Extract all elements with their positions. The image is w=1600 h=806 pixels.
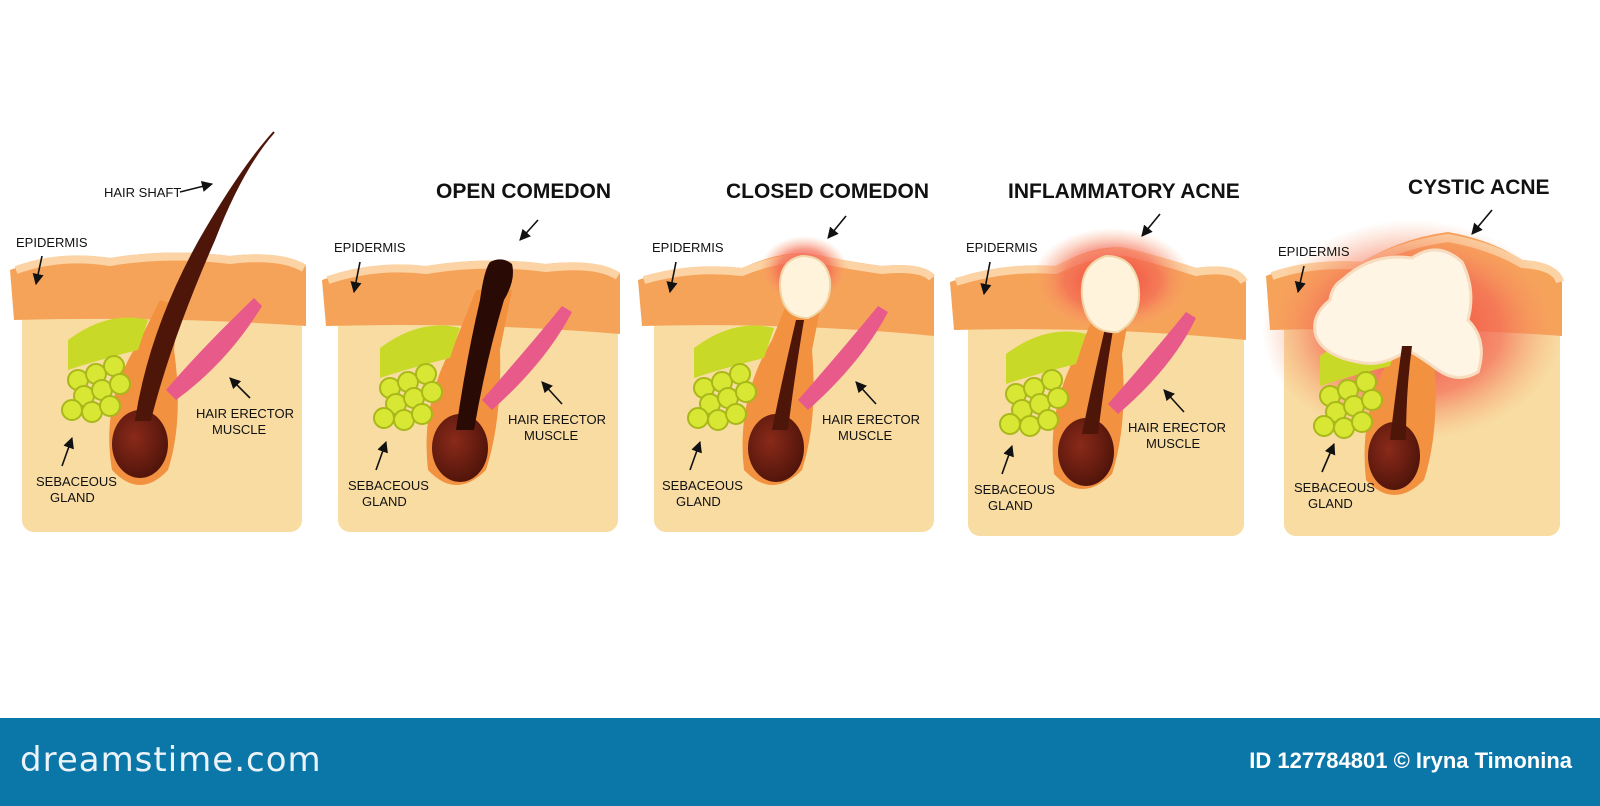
- acne-stages-diagram: HAIR SHAFT EPIDERMIS HAIR ERECTOR MUSCLE…: [0, 0, 1600, 718]
- panel-open-comedon: OPEN COMEDON EPIDERMIS HAIR ERECTOR MUSC…: [322, 180, 620, 532]
- epidermis-label: EPIDERMIS: [966, 240, 1038, 255]
- gland-label-1: SEBACEOUS: [36, 474, 117, 489]
- muscle-label-2: MUSCLE: [1146, 436, 1201, 451]
- image-credit: ID 127784801 © Iryna Timonina: [1249, 748, 1572, 774]
- panel-title: OPEN COMEDON: [436, 180, 611, 203]
- pustule: [1082, 256, 1139, 332]
- muscle-label-1: HAIR ERECTOR: [196, 406, 294, 421]
- muscle-label-2: MUSCLE: [524, 428, 579, 443]
- gland-label-1: SEBACEOUS: [348, 478, 429, 493]
- whitehead: [780, 256, 830, 318]
- panel-normal-skin: HAIR SHAFT EPIDERMIS HAIR ERECTOR MUSCLE…: [10, 132, 306, 532]
- muscle-label-2: MUSCLE: [212, 422, 267, 437]
- muscle-label-1: HAIR ERECTOR: [1128, 420, 1226, 435]
- muscle-label-1: HAIR ERECTOR: [508, 412, 606, 427]
- muscle-label-2: MUSCLE: [838, 428, 893, 443]
- gland-label-1: SEBACEOUS: [662, 478, 743, 493]
- hair-shaft-label: HAIR SHAFT: [104, 185, 181, 200]
- gland-label-2: GLAND: [988, 498, 1033, 513]
- epidermis-label: EPIDERMIS: [16, 235, 88, 250]
- panel-cystic-acne: CYSTIC ACNE EPIDERMIS SEBACEOUS GLAND: [1262, 176, 1562, 536]
- panel-title: INFLAMMATORY ACNE: [1008, 180, 1240, 203]
- panel-title: CLOSED COMEDON: [726, 180, 929, 203]
- gland-label-2: GLAND: [50, 490, 95, 505]
- gland-label-2: GLAND: [676, 494, 721, 509]
- gland-label-1: SEBACEOUS: [974, 482, 1055, 497]
- epidermis-label: EPIDERMIS: [1278, 244, 1350, 259]
- epidermis-label: EPIDERMIS: [334, 240, 406, 255]
- brand-logo[interactable]: dreamstime.com: [20, 740, 322, 780]
- panel-title: CYSTIC ACNE: [1408, 176, 1550, 199]
- gland-label-2: GLAND: [362, 494, 407, 509]
- muscle-label-1: HAIR ERECTOR: [822, 412, 920, 427]
- gland-label-1: SEBACEOUS: [1294, 480, 1375, 495]
- panel-inflammatory-acne: INFLAMMATORY ACNE EPIDERMIS HAIR ERECTOR…: [950, 180, 1246, 536]
- epidermis-label: EPIDERMIS: [652, 240, 724, 255]
- gland-label-2: GLAND: [1308, 496, 1353, 511]
- footer-bar: dreamstime.com ID 127784801 © Iryna Timo…: [0, 718, 1600, 806]
- panel-closed-comedon: CLOSED COMEDON EPIDERMIS HAIR ERECTOR MU…: [638, 180, 934, 532]
